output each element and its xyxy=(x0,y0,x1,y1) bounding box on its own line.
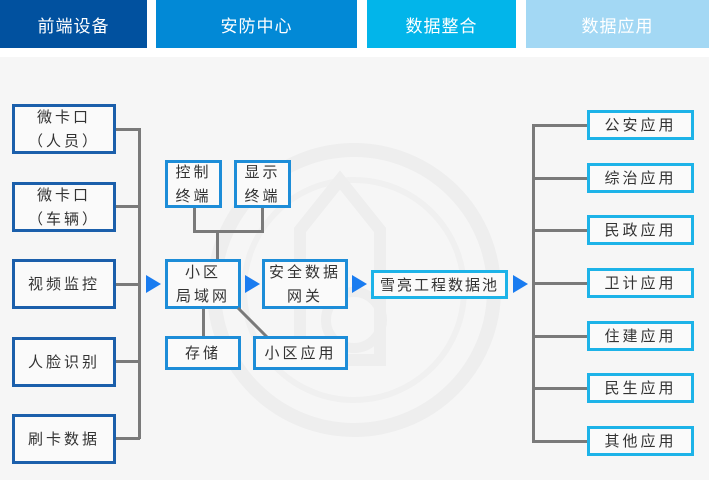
connector-line xyxy=(532,282,588,285)
lan-sublabel: 局域网 xyxy=(175,287,230,305)
storage-box[interactable]: 存储 xyxy=(165,336,241,370)
device-box-bayonet-vehicle[interactable]: 微卡口 （车辆） xyxy=(12,182,116,232)
connector-line xyxy=(532,177,588,180)
arrow-right-icon xyxy=(513,275,528,293)
device-box-card-data[interactable]: 刷卡数据 xyxy=(12,414,116,464)
connector-line xyxy=(532,124,588,127)
data-pool-label: 雪亮工程数据池 xyxy=(379,275,499,294)
app-box-health[interactable]: 卫计应用 xyxy=(587,268,694,298)
storage-label: 存储 xyxy=(184,344,221,362)
tab-security-center[interactable]: 安防中心 xyxy=(156,0,357,48)
app-label: 民生应用 xyxy=(604,379,677,397)
tab-data-application[interactable]: 数据应用 xyxy=(526,0,709,48)
device-label: 视频监控 xyxy=(27,275,100,293)
connector-line xyxy=(193,208,196,232)
connector-line xyxy=(261,208,264,232)
app-box-other[interactable]: 其他应用 xyxy=(587,426,694,456)
control-terminal-sublabel: 终端 xyxy=(175,187,212,205)
app-label: 综治应用 xyxy=(604,169,677,187)
arrow-right-icon xyxy=(245,275,260,293)
connector-line xyxy=(532,229,588,232)
connector-line xyxy=(202,309,205,337)
device-box-face-recognition[interactable]: 人脸识别 xyxy=(12,337,116,387)
device-sublabel: （人员） xyxy=(27,132,100,150)
data-pool-box[interactable]: 雪亮工程数据池 xyxy=(371,270,508,299)
app-label: 民政应用 xyxy=(604,221,677,239)
connector-line xyxy=(116,360,140,363)
tab-data-integration[interactable]: 数据整合 xyxy=(367,0,516,48)
device-label: 微卡口 xyxy=(36,186,91,204)
connector-line xyxy=(116,205,140,208)
connector-line xyxy=(116,283,140,286)
community-app-label: 小区应用 xyxy=(264,344,337,362)
device-box-bayonet-person[interactable]: 微卡口 （人员） xyxy=(12,104,116,154)
tab-front-devices[interactable]: 前端设备 xyxy=(0,0,147,48)
app-box-comprehensive-governance[interactable]: 综治应用 xyxy=(587,163,694,193)
app-label: 其他应用 xyxy=(604,432,677,450)
device-label: 人脸识别 xyxy=(27,353,100,371)
security-gateway-box[interactable]: 安全数据 网关 xyxy=(262,259,348,309)
app-label: 公安应用 xyxy=(604,116,677,134)
connector-line xyxy=(116,437,140,440)
app-box-housing[interactable]: 住建应用 xyxy=(587,321,694,351)
app-label: 住建应用 xyxy=(604,327,677,345)
community-app-box[interactable]: 小区应用 xyxy=(253,336,348,370)
gateway-label: 安全数据 xyxy=(268,263,341,281)
connector-line xyxy=(216,230,219,260)
app-box-livelihood[interactable]: 民生应用 xyxy=(587,373,694,403)
connector-line xyxy=(193,230,264,233)
arrow-right-icon xyxy=(146,275,161,293)
lan-label: 小区 xyxy=(184,263,221,281)
device-label: 微卡口 xyxy=(36,108,91,126)
display-terminal-sublabel: 终端 xyxy=(244,187,281,205)
connector-line xyxy=(532,440,588,443)
connector-line xyxy=(532,335,588,338)
device-sublabel: （车辆） xyxy=(27,210,100,228)
app-label: 卫计应用 xyxy=(604,274,677,292)
display-terminal-label: 显示 xyxy=(244,163,281,181)
device-box-video-surveillance[interactable]: 视频监控 xyxy=(12,259,116,309)
gateway-sublabel: 网关 xyxy=(286,287,323,305)
device-label: 刷卡数据 xyxy=(27,430,100,448)
control-terminal-box[interactable]: 控制 终端 xyxy=(165,160,222,208)
control-terminal-label: 控制 xyxy=(175,163,212,181)
connector-diagonal xyxy=(236,306,270,340)
arrow-right-icon xyxy=(352,275,367,293)
connector-line xyxy=(116,128,140,131)
app-box-public-security[interactable]: 公安应用 xyxy=(587,110,694,140)
community-lan-box[interactable]: 小区 局域网 xyxy=(165,259,241,309)
app-box-civil-affairs[interactable]: 民政应用 xyxy=(587,215,694,245)
connector-line xyxy=(532,387,588,390)
display-terminal-box[interactable]: 显示 终端 xyxy=(234,160,291,208)
